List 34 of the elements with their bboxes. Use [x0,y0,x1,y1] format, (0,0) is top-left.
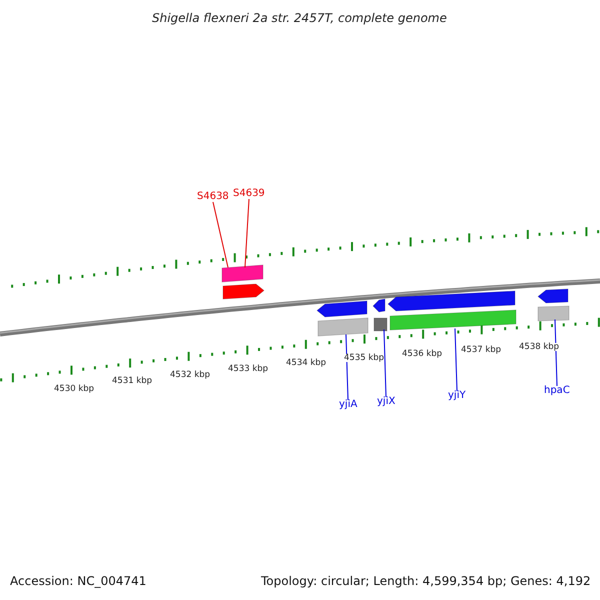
leader-line [454,328,458,392]
scale-label: 4533 kbp [228,364,268,373]
leader-line [212,202,228,268]
scale-label: 4537 kbp [461,346,502,354]
gene-label: hpaC [544,386,570,396]
feature-label: S4638 [197,192,229,202]
leader-line [346,334,348,400]
scale-label: 4530 kbp [54,384,94,393]
feature-block [374,318,388,332]
gene-block [372,298,386,312]
genome-stats-text: Topology: circular; Length: 4,599,354 bp; Genes: 4,192 [261,575,591,587]
gene-label: yjiX [377,397,396,407]
gene-block [222,284,264,300]
scale-label: 4532 kbp [170,370,210,379]
scale-label: 4538 kbp [519,342,560,351]
feature-block [318,318,368,336]
feature-block [390,310,516,330]
leader-line [554,319,558,386]
gene-block [316,300,368,318]
leader-line [384,329,386,398]
feature-label: S4639 [233,189,265,199]
feature-block [222,264,264,282]
scale-label: 4535 kbp [344,354,384,362]
feature-block [538,306,570,322]
accession-text: Accession: NC_004741 [10,575,146,587]
title: Shigella flexneri 2a str. 2457T, complete genome [152,12,447,24]
gene-block [388,290,516,312]
scale-label: 4531 kbp [112,376,152,385]
scale-label: 4534 kbp [286,358,326,367]
gene-block [538,288,568,304]
gene-label: yjiY [448,391,466,401]
gene-label: yjiA [339,400,358,410]
leader-line [244,198,250,268]
scale-label: 4536 kbp [402,350,442,358]
